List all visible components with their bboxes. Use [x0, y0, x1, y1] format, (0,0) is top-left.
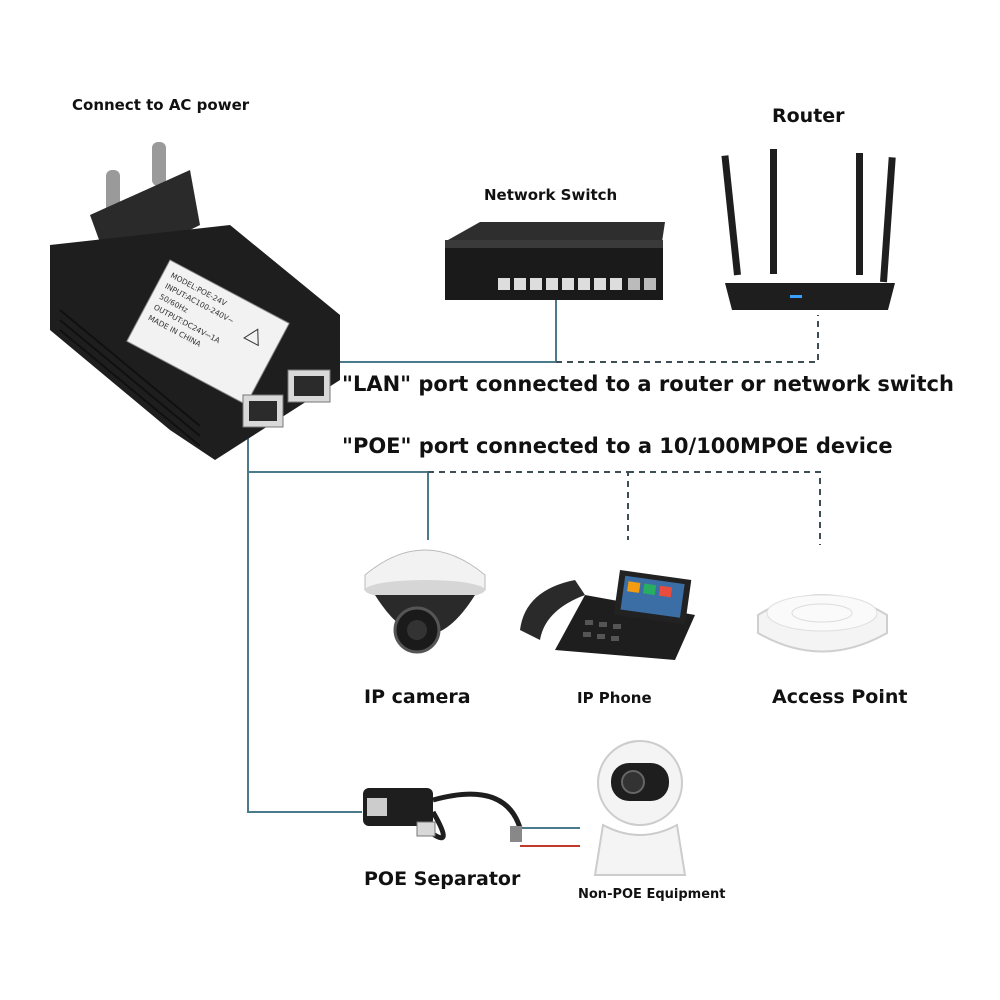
router-device: [721, 149, 896, 310]
non-poe-equipment-label: Non-POE Equipment: [578, 887, 726, 902]
poe-port-note: "POE" port connected to a 10/100MPOE dev…: [342, 434, 893, 458]
router-antenna-icons: [721, 149, 896, 283]
phone-screen-icon: [613, 570, 692, 625]
access-point-device: [757, 594, 888, 653]
adapter-label: MODEL:POE-24V INPUT:AC100-240V~ 50/60Hz …: [126, 259, 290, 406]
access-point-label: Access Point: [772, 686, 908, 708]
lan-cable-to-router: [556, 315, 819, 363]
ip-camera-device: [364, 549, 486, 654]
network-switch-device: [445, 222, 665, 300]
adapter-rj45-ports: [242, 369, 331, 428]
poe-cable-to-access-point: [628, 471, 821, 545]
poe-cable-trunk: [247, 435, 429, 540]
switch-ports: [498, 278, 656, 290]
poe-cable-to-separator: [247, 472, 362, 813]
lan-port-note: "LAN" port connected to a router or netw…: [342, 372, 954, 396]
poe-injector-adapter: MODEL:POE-24V INPUT:AC100-240V~ 50/60Hz …: [50, 142, 340, 460]
ip-camera-label: IP camera: [364, 686, 471, 708]
ac-power-label: Connect to AC power: [72, 96, 250, 114]
network-switch-label: Network Switch: [484, 186, 618, 204]
router-label: Router: [772, 105, 845, 127]
ip-phone-device: [520, 570, 695, 660]
poe-separator-device: [363, 788, 523, 842]
non-poe-camera-device: [593, 740, 687, 876]
ip-phone-label: IP Phone: [577, 689, 652, 707]
plug-pins-icon: [106, 142, 166, 214]
poe-cable-to-phone: [428, 471, 629, 540]
poe-separator-label: POE Separator: [364, 868, 521, 890]
